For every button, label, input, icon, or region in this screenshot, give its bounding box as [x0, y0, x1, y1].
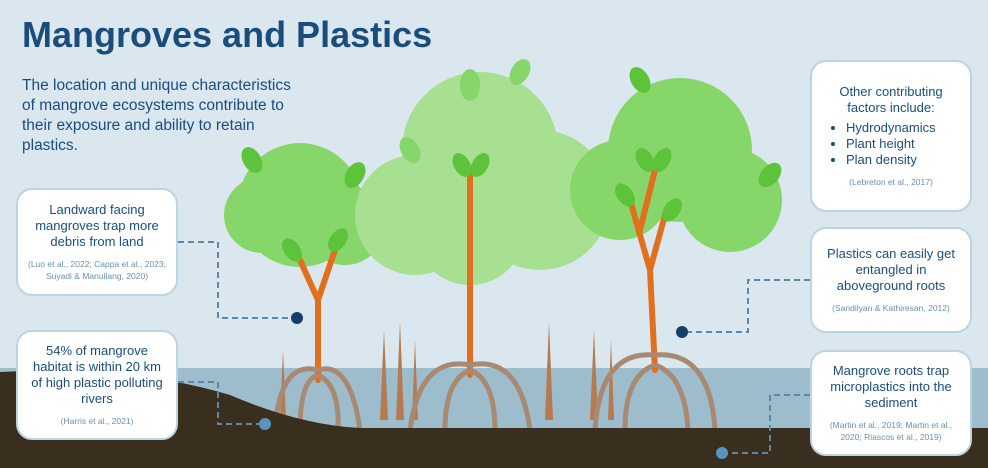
citation: (Sandilyan & Kathiresan, 2012)	[832, 303, 950, 313]
citation: (Martin et al., 2019; Martin et al., 202…	[829, 420, 953, 442]
page-title: Mangroves and Plastics	[22, 14, 433, 55]
callout-factors: Other contributing factors include: Hydr…	[810, 60, 972, 212]
callout-entangled: Plastics can easily get entangled in abo…	[810, 227, 972, 333]
callout-text: Landward facing mangroves trap more debr…	[35, 202, 159, 249]
callout-text: Plastics can easily get entangled in abo…	[827, 246, 955, 293]
citation: (Harris et al., 2021)	[60, 416, 134, 426]
marker-dot	[259, 418, 271, 430]
callout-rivers: 54% of mangrove habitat is within 20 km …	[16, 330, 178, 440]
tree-canopy-right	[570, 67, 782, 252]
pneumatophores	[280, 322, 614, 420]
list-item: Plan density	[846, 152, 962, 168]
marker-dot	[676, 326, 688, 338]
tree-canopy-left	[224, 143, 385, 267]
soil	[0, 370, 988, 468]
leaves	[282, 148, 682, 262]
list-item: Plant height	[846, 136, 962, 152]
factors-list: Hydrodynamics Plant height Plan density	[820, 120, 962, 168]
marker-dot	[716, 447, 728, 459]
tree-trunks	[297, 167, 668, 383]
intro-text: The location and unique characteristics …	[22, 77, 291, 154]
marker-dot	[291, 312, 303, 324]
citation: (Luo et al., 2022; Cappa et al., 2023; S…	[28, 259, 166, 281]
citation: (Lebreton et al., 2017)	[849, 177, 933, 187]
callout-text: Other contributing factors include:	[839, 84, 943, 115]
list-item: Hydrodynamics	[846, 120, 962, 136]
callout-text: 54% of mangrove habitat is within 20 km …	[31, 343, 163, 406]
callout-landward: Landward facing mangroves trap more debr…	[16, 188, 178, 296]
callout-text: Mangrove roots trap microplastics into t…	[830, 363, 952, 410]
connector-lines	[178, 241, 810, 454]
callout-microplastics: Mangrove roots trap microplastics into t…	[810, 350, 972, 456]
